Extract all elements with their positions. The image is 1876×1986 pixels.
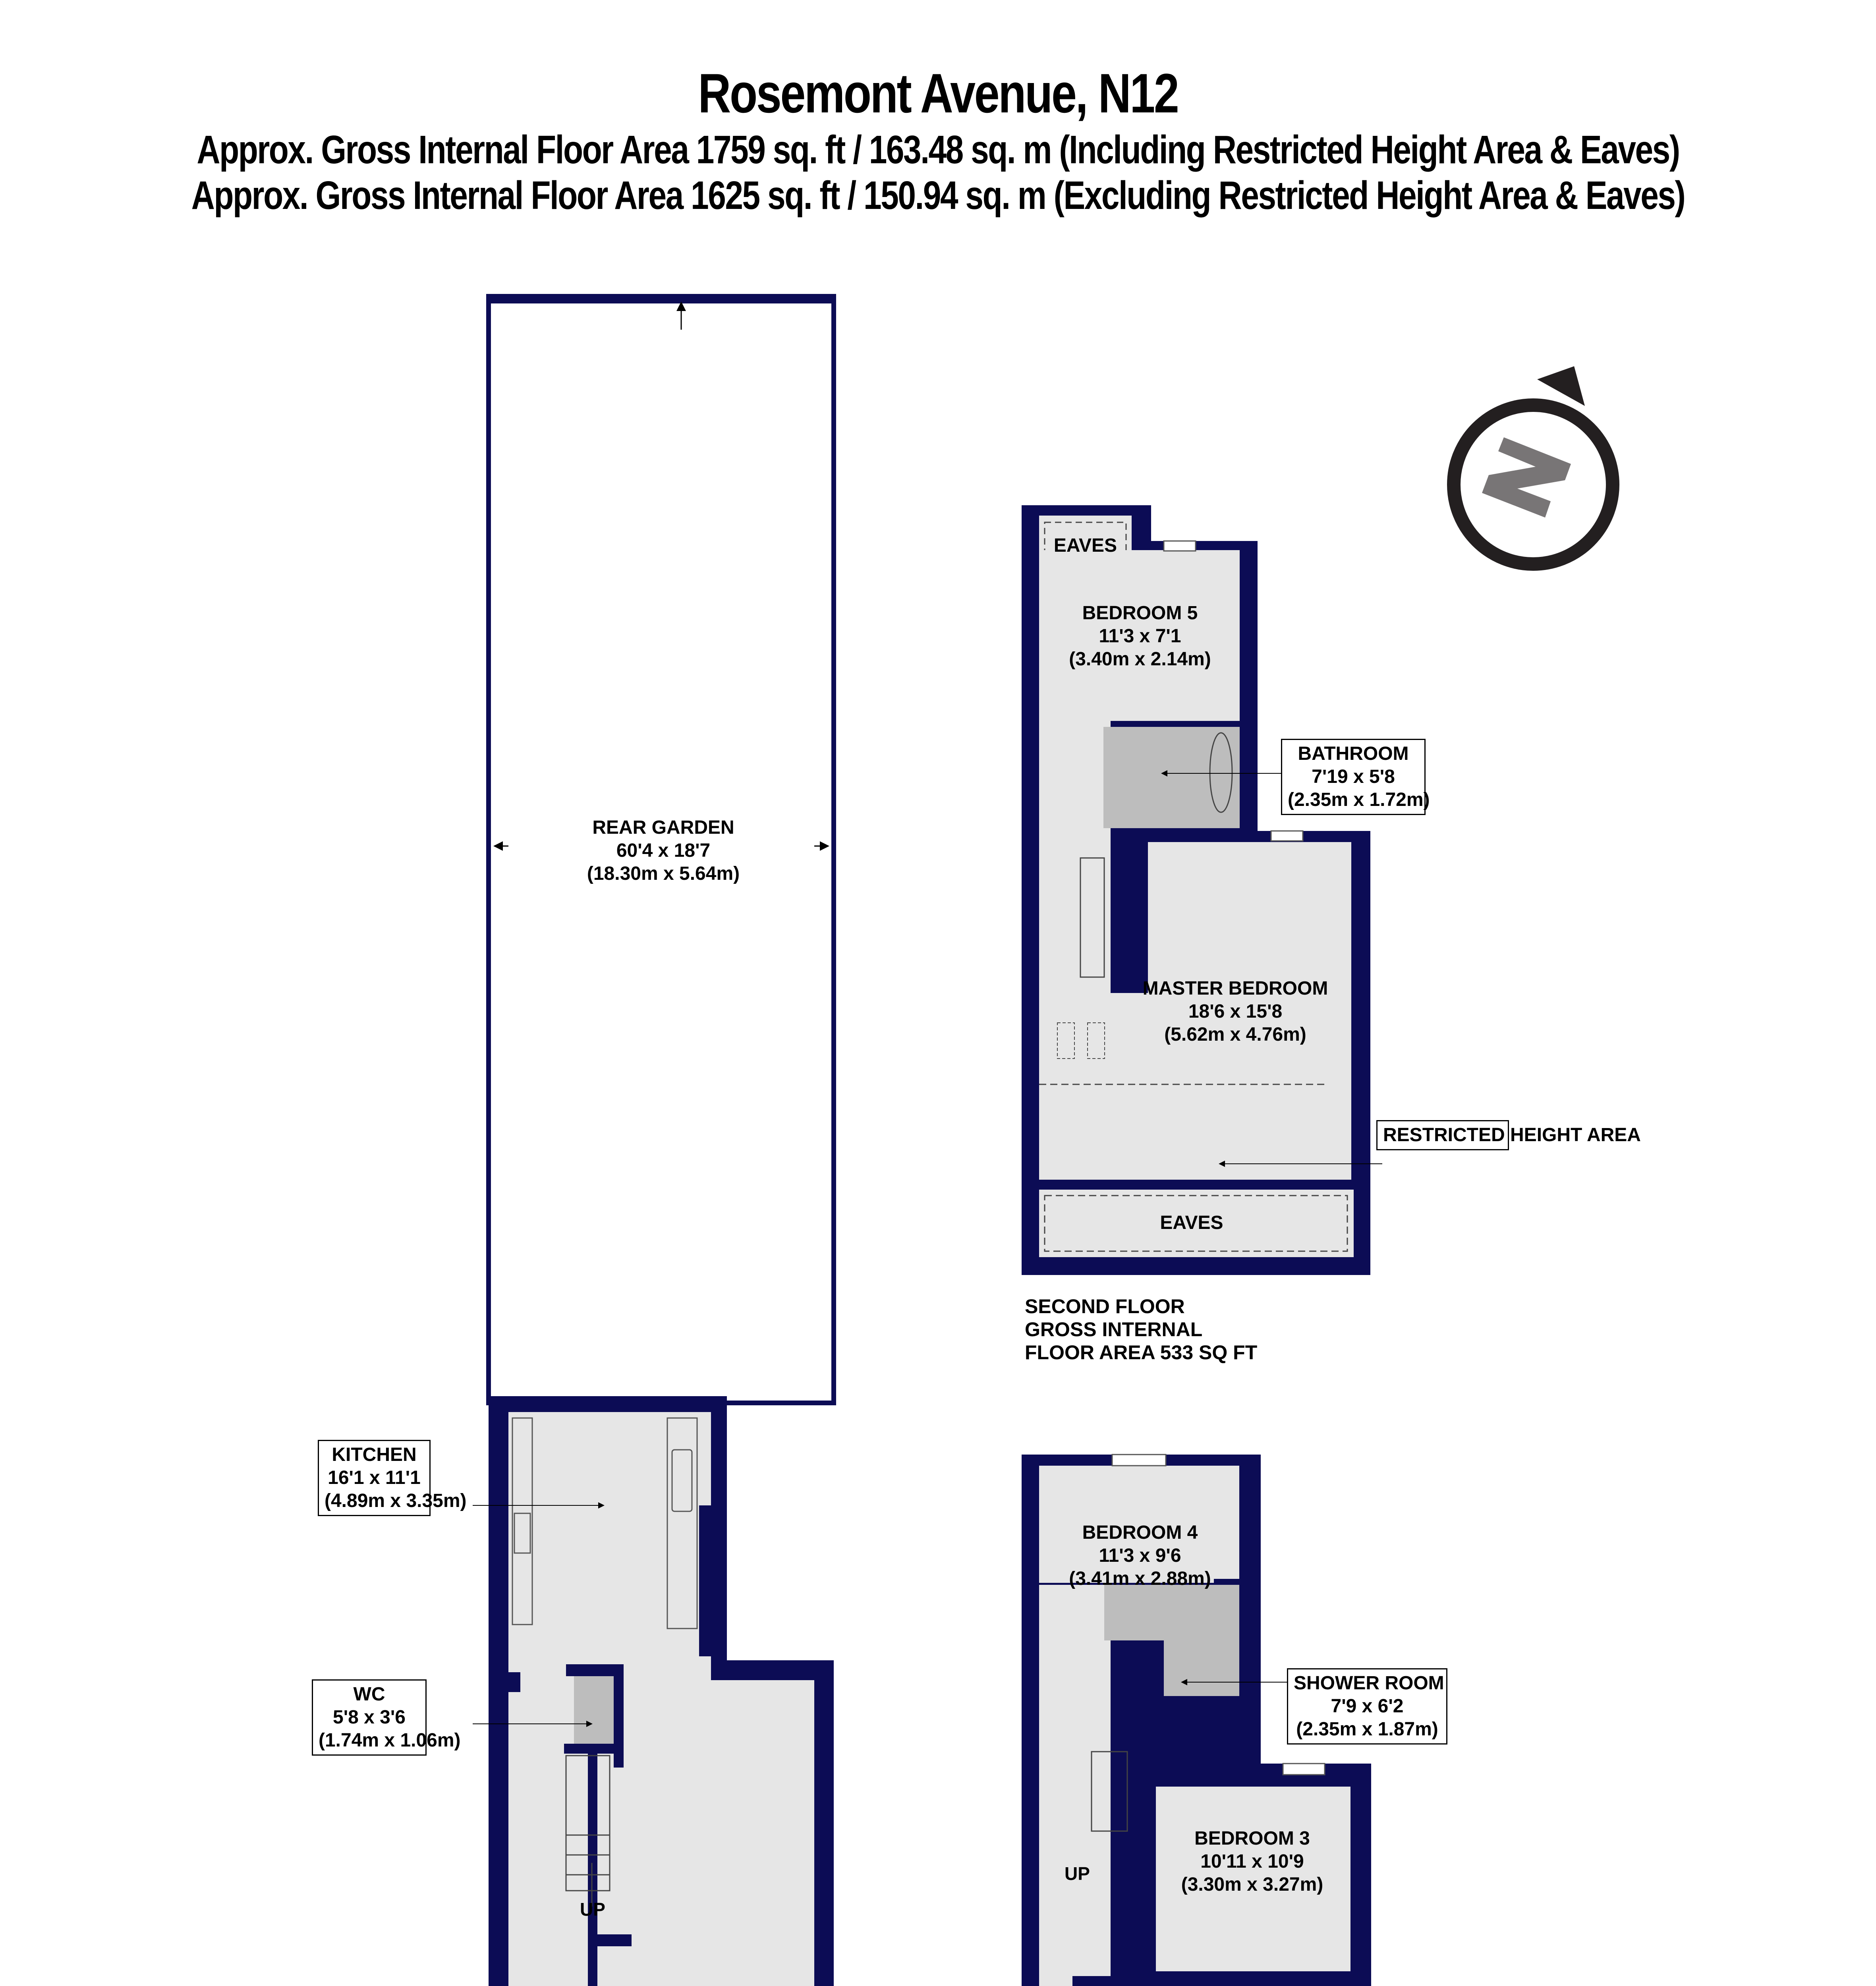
wc-room <box>574 1676 614 1748</box>
bath-icon <box>1209 732 1233 813</box>
room-label-master-bedroom: MASTER BEDROOM 18'6 x 15'8 (5.62m x 4.76… <box>1142 978 1328 1045</box>
first-stairs-up-label: UP <box>1065 1863 1090 1884</box>
shower-room <box>1104 1585 1239 1640</box>
room-label-wc: WC 5'8 x 3'6 (1.74m x 1.06m) <box>312 1679 461 1756</box>
ground-stairs-up-label: UP <box>580 1899 605 1920</box>
room-label-bathroom: BATHROOM 7'19 x 5'8 (2.35m x 1.72m) <box>1281 739 1430 815</box>
rear-garden-boundary <box>486 296 836 1405</box>
skylight-icon <box>1057 1022 1075 1059</box>
room-label-bedroom3: BEDROOM 3 10'11 x 10'9 (3.30m x 3.27m) <box>1181 1828 1323 1895</box>
skylight-icon <box>1087 1022 1105 1059</box>
plan-header: Rosemont Avenue, N12 Approx. Gross Inter… <box>0 60 1876 218</box>
shower-tray-icon <box>1164 1640 1239 1696</box>
sink-icon <box>671 1449 693 1512</box>
hob-icon <box>514 1513 531 1554</box>
room-label-eaves-bottom: EAVES <box>1160 1212 1223 1233</box>
bathroom-room <box>1103 727 1240 828</box>
room-label-eaves-top: EAVES <box>1053 535 1117 556</box>
restricted-height-label: RESTRICTED HEIGHT AREA <box>1376 1120 1641 1150</box>
room-label-kitchen: KITCHEN 16'1 x 11'1 (4.89m x 3.35m) <box>318 1440 467 1516</box>
ground-stairs-icon <box>565 1755 611 1907</box>
ground-floor-plan <box>473 294 836 1986</box>
first-floor-plan <box>1022 1454 1371 1986</box>
area-including: Approx. Gross Internal Floor Area 1759 s… <box>197 128 1680 172</box>
room-label-bedroom5: BEDROOM 5 11'3 x 7'1 (3.40m x 2.14m) <box>1069 603 1211 670</box>
room-label-bedroom4: BEDROOM 4 11'3 x 9'6 (3.41m x 2.88m) <box>1069 1522 1211 1589</box>
property-title: Rosemont Avenue, N12 <box>698 62 1179 124</box>
room-label-shower-room: SHOWER ROOM 7'9 x 6'2 (2.35m x 1.87m) <box>1287 1668 1447 1745</box>
area-excluding: Approx. Gross Internal Floor Area 1625 s… <box>191 173 1686 218</box>
first-stairs-icon <box>1091 1751 1128 1832</box>
second-stairs-icon <box>1080 857 1105 978</box>
north-compass-icon <box>1447 366 1619 571</box>
second-floor-plan <box>1022 505 1382 1275</box>
room-label-rear-garden: REAR GARDEN 60'4 x 18'7 (18.30m x 5.64m) <box>587 817 740 884</box>
second-floor-area-label: SECOND FLOOR GROSS INTERNAL FLOOR AREA 5… <box>1025 1295 1258 1364</box>
